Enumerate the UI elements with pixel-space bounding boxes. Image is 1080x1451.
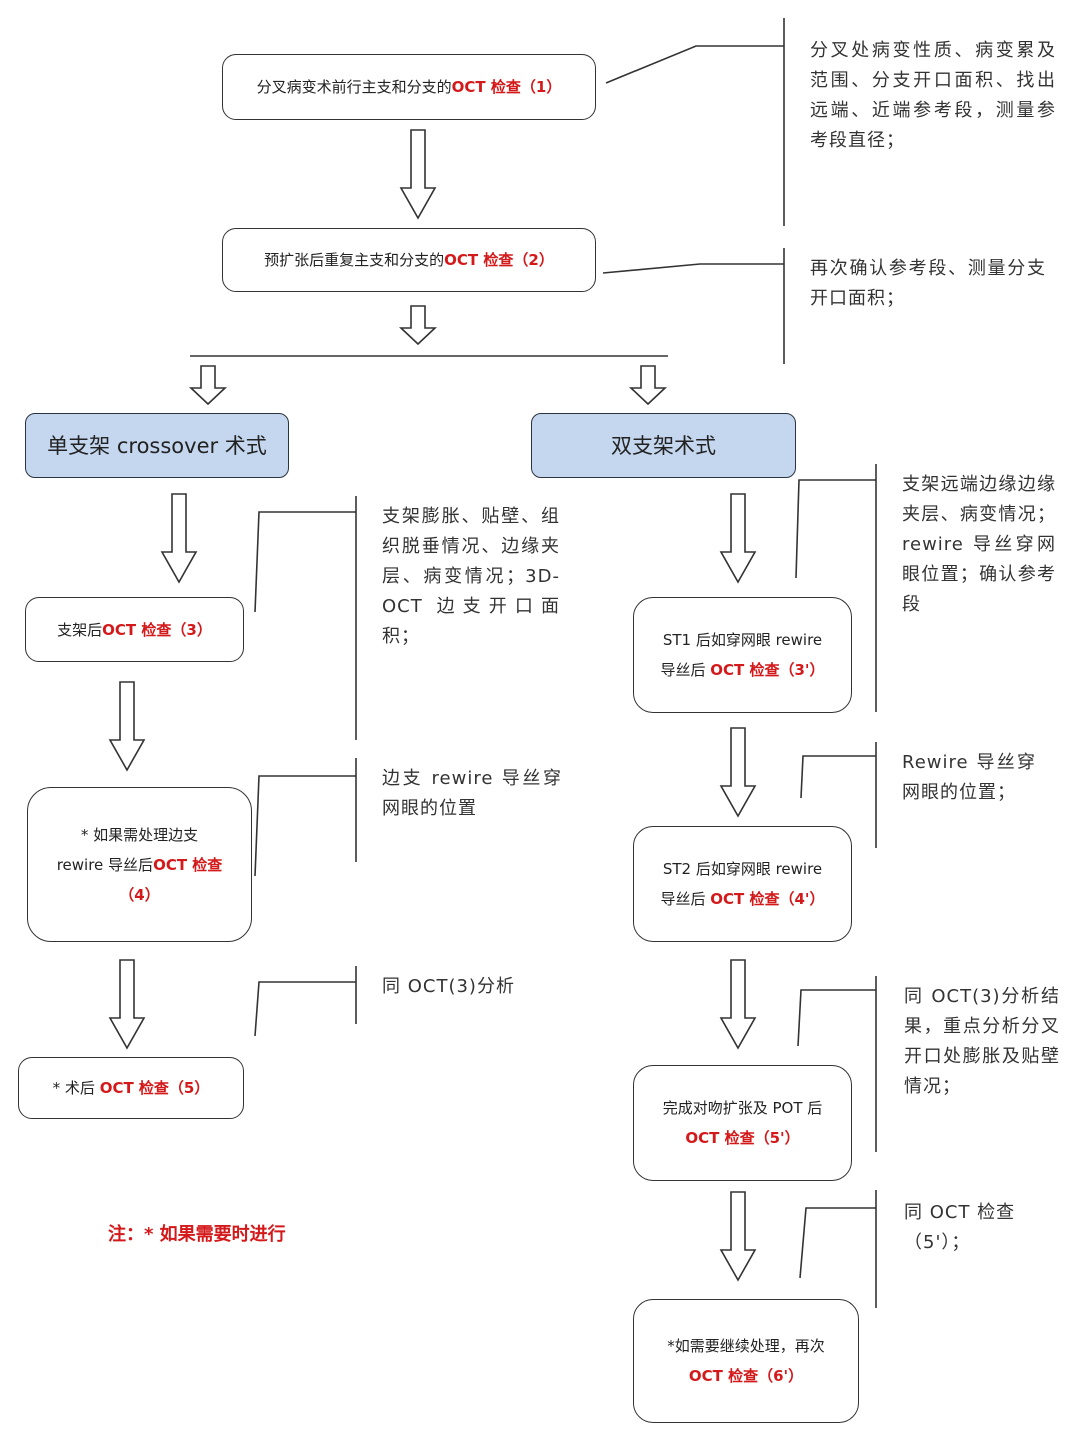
bracket-note1 <box>605 45 784 84</box>
dual-stent-header-label: 双支架术式 <box>611 433 716 458</box>
note-step-3p: 支架远端边缘边缘夹层、病变情况；rewire 导丝穿网眼位置；确认参考段 <box>902 474 1056 615</box>
bracket-note3p <box>795 479 876 579</box>
note-step-6p: 同 OCT 检查（5'）； <box>904 1202 1016 1253</box>
arrow-right-header-to-3p <box>720 493 756 583</box>
arrow-2-to-split <box>400 305 436 345</box>
arrow-3p-to-4p <box>720 727 756 817</box>
note-step-1: 分叉处病变性质、病变累及范围、分支开口面积、找出远端、近端参考段，测量参考段直径… <box>810 40 1056 151</box>
oct-step-5-box: * 术后 OCT 检查（5） <box>18 1057 244 1119</box>
oct-step-4p-line1: ST2 后如穿网眼 rewire <box>662 860 823 878</box>
oct-step-2-label: OCT 检查（2） <box>444 251 554 269</box>
bracket-note3 <box>254 511 356 613</box>
dual-stent-header: 双支架术式 <box>531 413 796 478</box>
arrow-3-to-4 <box>109 681 145 771</box>
oct-step-6p-box: *如需要继续处理，再次 OCT 检查（6'） <box>633 1299 859 1423</box>
oct-step-5p-label: OCT 检查（5'） <box>685 1129 800 1147</box>
arrow-4-to-5 <box>109 959 145 1049</box>
oct-step-5-text: * 术后 <box>52 1079 95 1097</box>
bracket-note2 <box>602 263 784 274</box>
oct-step-3p-line1: ST1 后如穿网眼 rewire <box>662 631 823 649</box>
bracket-note5p <box>797 989 876 1047</box>
oct-step-1-label: OCT 检查（1） <box>451 78 562 96</box>
note-step-4: 边支 rewire 导丝穿网眼的位置 <box>382 768 562 819</box>
oct-step-6p-line1: *如需要继续处理，再次 <box>667 1337 825 1355</box>
oct-step-1-text: 分叉病变术前行主支和分支的 <box>256 78 452 96</box>
oct-step-3-text: 支架后 <box>57 620 103 639</box>
note-step-5p: 同 OCT(3)分析结果，重点分析分叉开口处膨胀及贴壁情况； <box>904 986 1060 1097</box>
oct-step-4p-box: ST2 后如穿网眼 rewire 导丝后 OCT 检查（4'） <box>633 826 852 942</box>
arrow-1-to-2 <box>400 129 436 219</box>
oct-step-5-label: OCT 检查（5） <box>99 1079 210 1097</box>
arrow-left-header-to-3 <box>161 493 197 583</box>
arrow-split-right <box>630 365 666 405</box>
bracket-note6p <box>799 1207 876 1279</box>
oct-step-4-line1: * 如果需处理边支 <box>80 825 199 844</box>
arrow-split-left <box>190 365 226 405</box>
oct-step-6p-label: OCT 检查（6'） <box>688 1367 804 1385</box>
oct-step-4-box: * 如果需处理边支 rewire 导丝后OCT 检查 （4） <box>27 787 252 942</box>
arrow-5p-to-6p <box>720 1191 756 1281</box>
flow-arrows <box>109 129 756 1281</box>
oct-step-2-box: 预扩张后重复主支和分支的OCT 检查（2） <box>222 228 596 292</box>
single-stent-header: 单支架 crossover 术式 <box>25 413 289 478</box>
oct-step-4-line2: rewire 导丝后 <box>56 855 154 874</box>
note-step-3: 支架膨胀、贴壁、组织脱垂情况、边缘夹层、病变情况；3D-OCT 边支开口面积； <box>382 506 560 647</box>
oct-step-4-number: （4） <box>119 885 160 904</box>
oct-step-3p-box: ST1 后如穿网眼 rewire 导丝后 OCT 检查（3'） <box>633 597 852 713</box>
oct-step-2-text: 预扩张后重复主支和分支的 <box>264 251 445 269</box>
oct-step-4-label: OCT 检查 <box>153 855 223 874</box>
oct-step-3p-label: OCT 检查（3'） <box>710 661 825 679</box>
oct-step-3-box: 支架后OCT 检查（3） <box>25 597 244 662</box>
single-stent-header-label: 单支架 crossover 术式 <box>47 433 267 458</box>
bracket-note5 <box>254 981 356 1037</box>
oct-step-5p-line1: 完成对吻扩张及 POT 后 <box>662 1099 823 1117</box>
arrow-4p-to-5p <box>720 959 756 1049</box>
oct-step-1-box: 分叉病变术前行主支和分支的OCT 检查（1） <box>222 54 596 120</box>
oct-step-4p-line2: 导丝后 <box>660 890 706 908</box>
note-step-5: 同 OCT(3)分析 <box>382 976 515 997</box>
oct-step-3-label: OCT 检查（3） <box>102 620 212 639</box>
annotation-brackets <box>254 18 877 1308</box>
note-step-4p: Rewire 导丝穿网眼的位置； <box>902 752 1036 803</box>
oct-step-3p-line2: 导丝后 <box>660 661 706 679</box>
bracket-note4 <box>254 775 356 877</box>
oct-step-5p-box: 完成对吻扩张及 POT 后 OCT 检查（5'） <box>633 1065 852 1181</box>
footnote: 注：* 如果需要时进行 <box>108 1224 286 1245</box>
bracket-note4p <box>800 755 876 799</box>
oct-step-4p-label: OCT 检查（4'） <box>710 890 825 908</box>
note-step-2: 再次确认参考段、测量分支开口面积； <box>810 258 1046 309</box>
